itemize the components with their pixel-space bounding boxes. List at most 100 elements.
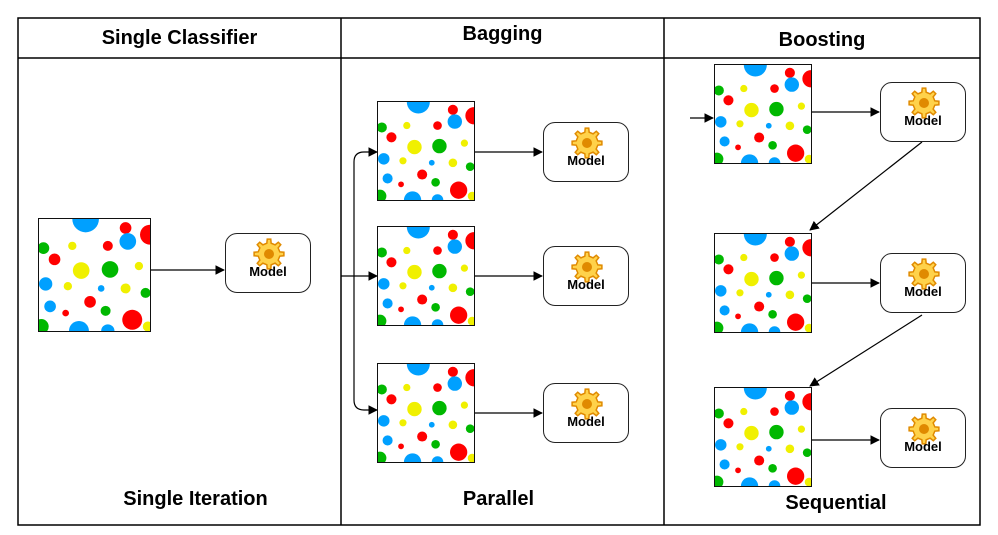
dataset-dot [417, 294, 428, 305]
dataset-dot [450, 443, 468, 461]
bagging-input-arrow-top [353, 147, 378, 276]
dataset-dot [784, 400, 799, 415]
dataset-bagging-3 [377, 363, 475, 463]
dataset-dot [120, 283, 131, 294]
dataset-dot [431, 303, 440, 312]
dataset-dot [433, 246, 442, 255]
dataset-dot [787, 467, 805, 485]
dataset-dot [406, 227, 430, 239]
dataset-dot [797, 425, 805, 433]
dataset-dot [768, 464, 777, 473]
column-footer-bagging: Parallel [462, 488, 535, 510]
dataset-dot [403, 246, 411, 255]
dataset-dot [39, 277, 53, 291]
dataset-dot [743, 388, 767, 400]
dataset-dot [715, 439, 727, 451]
dataset-dot [447, 366, 458, 377]
dataset-dot [802, 239, 811, 257]
dataset-dot [467, 453, 474, 462]
dataset-boosting-1 [714, 64, 812, 164]
dataset-dot [398, 181, 404, 188]
model-label: Model [904, 113, 942, 128]
dataset-dot [403, 383, 411, 392]
dataset-dot [784, 236, 795, 247]
dataset-dot [386, 394, 397, 405]
dataset-dot [719, 305, 730, 316]
dataset-dot [802, 125, 811, 134]
dataset-dot [785, 290, 795, 300]
dataset-dot [743, 65, 767, 77]
dataset-dot [465, 232, 474, 250]
dataset-dot [768, 480, 781, 486]
model-box-single: Model [225, 233, 311, 293]
dataset-dot [431, 194, 444, 200]
dataset-dot [465, 162, 474, 171]
dataset-dots [378, 227, 474, 325]
dataset-dot [715, 408, 724, 419]
dataset-dot [804, 477, 811, 486]
dataset-dot [448, 158, 458, 168]
dataset-dots [715, 234, 811, 332]
outer-frame [17, 17, 981, 526]
column-title-boosting: Boosting [778, 29, 866, 51]
dataset-dot [428, 421, 435, 428]
dataset-dot [769, 424, 784, 440]
model-label: Model [567, 153, 605, 168]
model-box-bagging-1: Model [543, 122, 629, 182]
dataset-dot [382, 298, 393, 309]
dataset-dot [768, 310, 777, 319]
dataset-dot [382, 435, 393, 446]
dataset-dot [768, 157, 781, 163]
dataset-dot [448, 283, 458, 293]
boosting-feedback-arrow-1 [809, 141, 923, 231]
dataset-dot [723, 418, 734, 429]
dataset-dot [785, 121, 795, 131]
model-box-boosting-1: Model [880, 82, 966, 142]
dataset-dot [403, 453, 422, 462]
dataset-dot [39, 319, 49, 331]
dataset-dot [465, 287, 474, 296]
dataset-dot [378, 247, 387, 258]
dataset-dot [378, 153, 390, 165]
dataset-dot [378, 415, 390, 427]
dataset-dot [378, 189, 387, 200]
dataset-dot [802, 448, 811, 457]
dataset-dot [399, 419, 407, 427]
boosting-feedback-arrow-2 [809, 314, 923, 387]
dataset-dot [460, 139, 468, 147]
dataset-dot [467, 316, 474, 325]
dataset-dot [406, 102, 430, 114]
dataset-dot [447, 376, 462, 391]
bagging-input-arrow-bottom [353, 276, 378, 415]
model-label: Model [249, 264, 287, 279]
model-label: Model [567, 277, 605, 292]
dataset-dot [797, 271, 805, 279]
dataset-dot [140, 287, 150, 298]
dataset-dot [740, 84, 748, 93]
dataset-dot [97, 285, 105, 292]
dataset-dot [403, 121, 411, 130]
dataset-dot [797, 102, 805, 110]
dataset-dot [417, 431, 428, 442]
dataset-dot [428, 284, 435, 291]
dataset-boosting-2 [714, 233, 812, 333]
column-footer-single: Single Iteration [123, 488, 268, 510]
dataset-dot [100, 305, 111, 316]
dataset-dot [122, 309, 143, 330]
dataset-dot [740, 407, 748, 416]
dataset-dot [386, 257, 397, 268]
dataset-dot [465, 369, 474, 387]
dataset-dot [744, 102, 759, 118]
dataset-dot [448, 420, 458, 430]
dataset-dot [378, 384, 387, 395]
dataset-dot [743, 234, 767, 246]
dataset-dot [433, 383, 442, 392]
dataset-dot [398, 306, 404, 313]
dataset-dot [802, 70, 811, 88]
dataset-dot [744, 271, 759, 287]
dataset-dot [765, 291, 772, 298]
dataset-dot [432, 400, 447, 416]
dataset-dot [407, 264, 422, 280]
dataset-dot [765, 445, 772, 452]
